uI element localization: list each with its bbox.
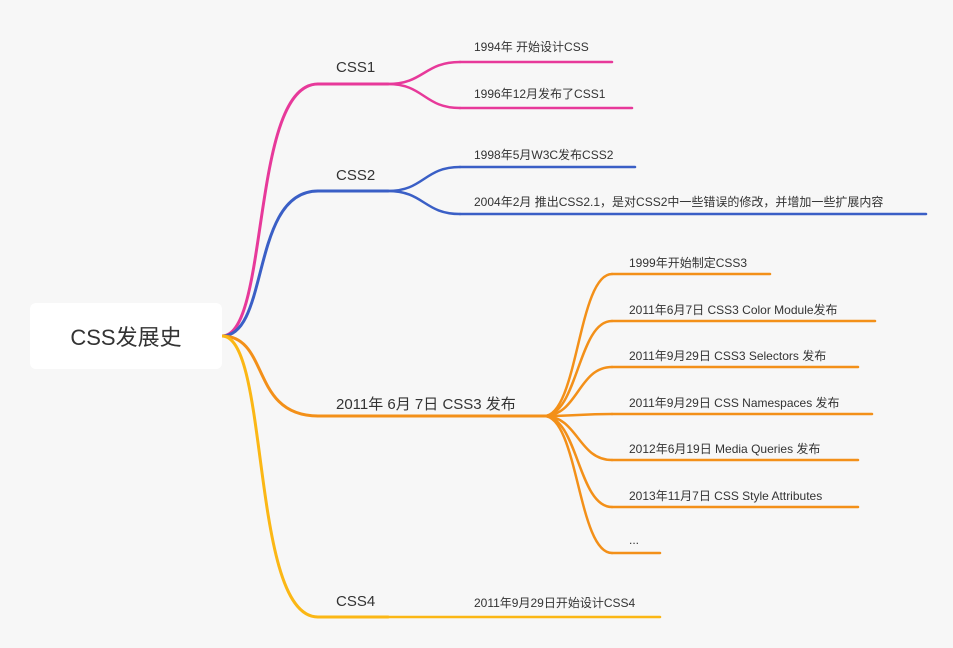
leaf-label[interactable]: 2012年6月19日 Media Queries 发布 [629, 442, 821, 456]
leaf-connector [542, 272, 614, 418]
leaf-connector [542, 319, 614, 418]
leaf-connector [386, 189, 462, 216]
leaf-connector [542, 414, 614, 509]
leaf-label[interactable]: 2011年9月29日开始设计CSS4 [474, 596, 636, 610]
leaf-label[interactable]: 2011年9月29日 CSS Namespaces 发布 [629, 396, 840, 410]
leaf-connector [386, 165, 462, 193]
leaf-label[interactable]: 1998年5月W3C发布CSS2 [474, 148, 614, 162]
leaf-label[interactable]: 2013年11月7日 CSS Style Attributes [629, 489, 823, 503]
branch-label-css1[interactable]: CSS1 [336, 59, 376, 76]
root-node[interactable]: CSS发展史 [30, 303, 222, 369]
leaf-connector [542, 365, 614, 418]
branch-label-css3[interactable]: 2011年 6月 7日 CSS3 发布 [336, 396, 516, 413]
leaf-label[interactable]: ... [629, 533, 640, 547]
branch-connector [220, 189, 320, 338]
leaf-label[interactable]: 2004年2月 推出CSS2.1，是对CSS2中一些错误的修改，并增加一些扩展内… [474, 195, 884, 209]
leaf-label[interactable]: 1999年开始制定CSS3 [629, 256, 748, 270]
leaf-connector [386, 60, 462, 86]
branch-connector [220, 82, 320, 338]
branch-connector [220, 334, 320, 418]
leaf-connector [542, 414, 614, 555]
branch-label-css4[interactable]: CSS4 [336, 593, 376, 610]
leaf-label[interactable]: 2011年9月29日 CSS3 Selectors 发布 [629, 349, 827, 363]
branch-connector [220, 334, 320, 619]
leaf-connector [386, 82, 462, 110]
leaf-label[interactable]: 2011年6月7日 CSS3 Color Module发布 [629, 303, 838, 317]
branch-label-css2[interactable]: CSS2 [336, 167, 376, 184]
leaf-label[interactable]: 1994年 开始设计CSS [474, 40, 589, 54]
leaf-label[interactable]: 1996年12月发布了CSS1 [474, 87, 606, 101]
root-label: CSS发展史 [70, 325, 182, 350]
